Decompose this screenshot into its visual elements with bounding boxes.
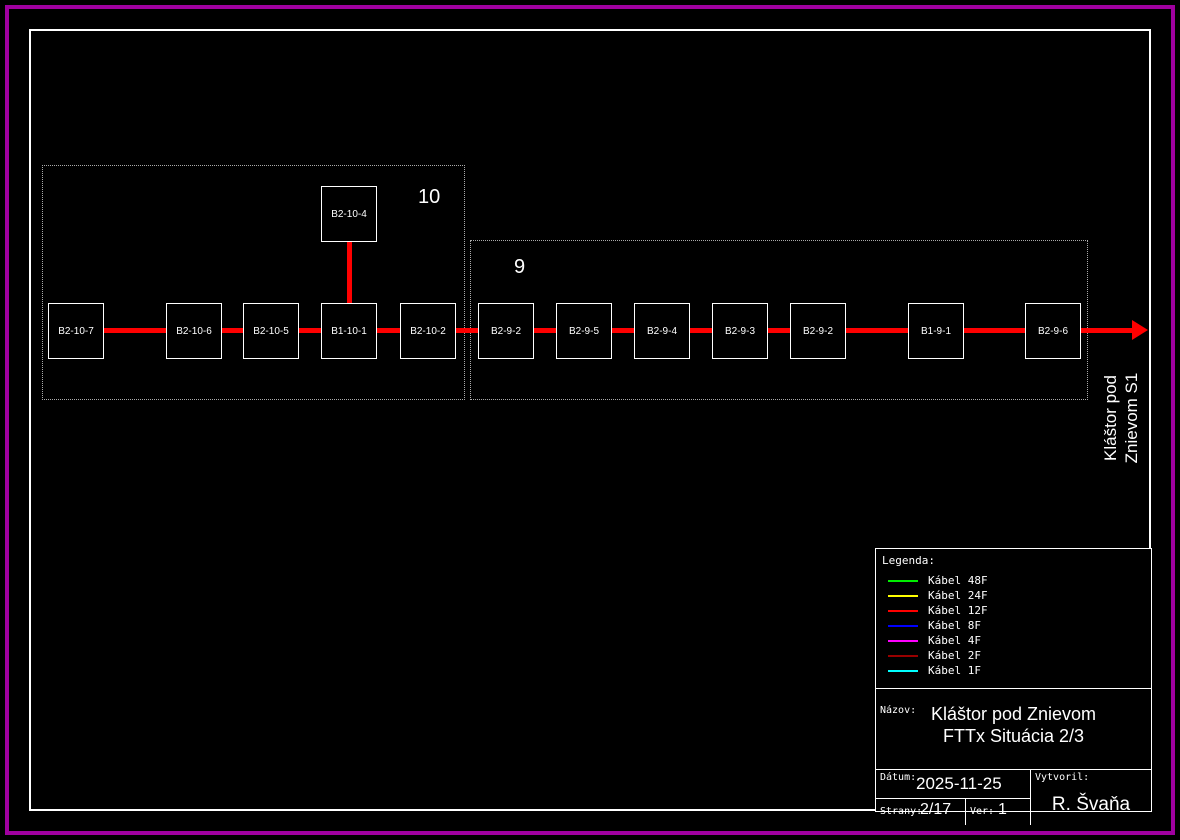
node-box: B2-9-2 [790,303,846,359]
group-outline-10 [42,165,465,400]
titleblock-bottom: Dátum: 2025-11-25 Strany: 2/17 Ver: 1 Vy… [876,770,1151,825]
legend-swatch [888,609,918,612]
node-label: B2-9-2 [802,325,833,337]
frame-inner [29,29,1151,811]
destination-label-line1: Kláštor pod [1101,375,1120,461]
group-label-9: 9 [514,256,526,278]
datum-label: Dátum: [880,772,917,783]
legend-item: Kábel 2F [882,648,1145,663]
legend-swatch [888,624,918,627]
group-label-10: 10 [418,186,441,208]
nazov-cell: Názov: Kláštor pod Znievom FTTx Situácia… [876,703,1151,770]
legend-swatch [888,579,918,582]
ver-value: 1 [998,801,1007,818]
cable-arrowhead-icon [1132,320,1148,340]
node-label: B2-10-7 [58,325,94,337]
legend-label: Kábel 2F [928,649,981,662]
legend-label: Kábel 48F [928,574,988,587]
node-box: B1-10-1 [321,303,377,359]
vytvoril-label: Vytvoril: [1035,772,1090,783]
legend-swatch [888,669,918,672]
node-box: B2-9-4 [634,303,690,359]
legend-item: Kábel 4F [882,633,1145,648]
node-box: B2-9-5 [556,303,612,359]
node-label: B2-10-5 [253,325,289,337]
legend-swatch [888,654,918,657]
title-block: Legenda: Kábel 48F Kábel 24F Kábel 12F K… [875,548,1152,825]
legend-label: Kábel 24F [928,589,988,602]
node-label: B2-9-3 [724,325,755,337]
legend: Legenda: Kábel 48F Kábel 24F Kábel 12F K… [876,549,1151,689]
destination-label-line2: Znievom S1 [1122,372,1141,464]
node-label: B2-9-4 [646,325,677,337]
node-label: B1-9-1 [920,325,951,337]
group-outline-9 [470,240,1088,400]
ver-label: Ver: [970,806,995,817]
node-label: B2-9-5 [568,325,599,337]
frame-outer [5,5,1175,835]
strany-cell: Strany: 2/17 [876,799,966,825]
node-box: B2-10-6 [166,303,222,359]
legend-title: Legenda: [882,554,935,567]
node-box: B1-9-1 [908,303,964,359]
legend-swatch [888,594,918,597]
strany-label: Strany: [880,806,923,817]
node-box: B2-9-6 [1025,303,1081,359]
legend-label: Kábel 12F [928,604,988,617]
legend-item: Kábel 1F [882,663,1145,678]
legend-swatch [888,639,918,642]
titleblock-bottom-left: Dátum: 2025-11-25 Strany: 2/17 Ver: 1 [876,770,1031,825]
ver-cell: Ver: 1 [966,799,1030,825]
legend-item: Kábel 8F [882,618,1145,633]
node-box: B2-9-3 [712,303,768,359]
legend-item: Kábel 48F [882,573,1145,588]
node-box: B2-9-2 [478,303,534,359]
node-box: B2-10-4 [321,186,377,242]
destination-label: Kláštor pod Znievom S1 [1100,348,1144,488]
drawing-title-line2: FTTx Situácia 2/3 [942,726,1085,746]
strany-value: 2/17 [920,801,952,818]
legend-label: Kábel 4F [928,634,981,647]
legend-item: Kábel 24F [882,588,1145,603]
node-label: B2-10-4 [331,208,367,220]
node-label: B2-9-6 [1037,325,1068,337]
vytvoril-value: R. Švaňa [1051,794,1131,815]
cable-line-drop [347,242,352,304]
node-box: B2-10-2 [400,303,456,359]
node-label: B2-10-6 [176,325,212,337]
nazov-label: Názov: [880,705,917,716]
datum-cell: Dátum: 2025-11-25 [876,770,1030,799]
datum-value: 2025-11-25 [916,774,1002,793]
drawing-title: Kláštor pod Znievom FTTx Situácia 2/3 [876,703,1151,747]
strany-ver-row: Strany: 2/17 Ver: 1 [876,799,1030,825]
node-box: B2-10-7 [48,303,104,359]
node-box: B2-10-5 [243,303,299,359]
legend-item: Kábel 12F [882,603,1145,618]
vytvoril-cell: Vytvoril: R. Švaňa [1031,770,1151,825]
node-label: B1-10-1 [331,325,367,337]
legend-label: Kábel 8F [928,619,981,632]
legend-label: Kábel 1F [928,664,981,677]
node-label: B2-10-2 [410,325,446,337]
drawing-title-line1: Kláštor pod Znievom [930,704,1097,724]
node-label: B2-9-2 [490,325,521,337]
